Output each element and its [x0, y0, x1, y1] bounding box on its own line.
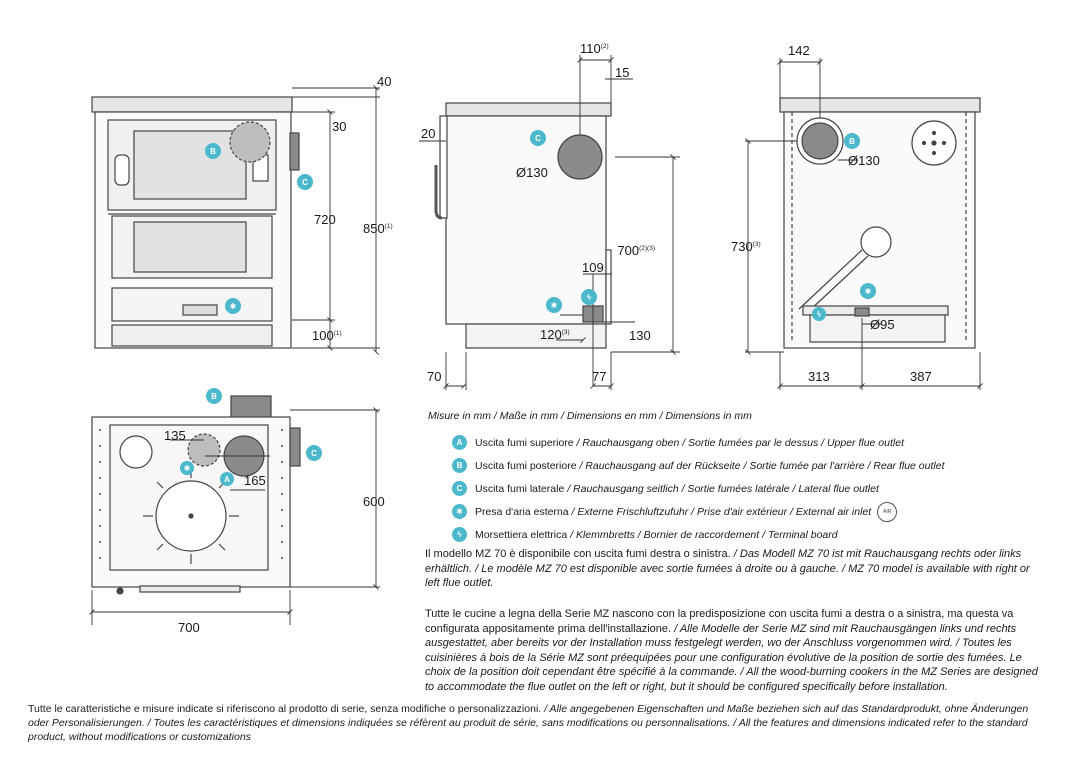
svg-text:C: C — [311, 449, 317, 458]
side-dim-front-offset: 20 — [421, 126, 435, 141]
back-view — [779, 97, 981, 349]
front-dim-body-height: 720 — [314, 212, 336, 227]
svg-text:✱: ✱ — [230, 302, 237, 311]
side-dim-foot: 70 — [427, 369, 441, 384]
air-inlet-icon: ✱ — [452, 504, 467, 519]
svg-text:C: C — [535, 134, 541, 143]
side-dim-flue-dia: 110(2) — [580, 41, 609, 56]
back-air-diameter-label: Ø95 — [870, 317, 895, 332]
units-note: Misure in mm / Maße in mm / Dimensions e… — [428, 410, 752, 422]
back-dim-flue-offset: 142 — [788, 43, 810, 58]
model-note: Il modello MZ 70 è disponibile con uscit… — [425, 548, 1030, 589]
svg-text:B: B — [211, 392, 217, 401]
front-dim-top-offset: 30 — [332, 119, 346, 134]
top-view — [91, 395, 301, 595]
side-dim-flue-height: 700(2)(3) — [617, 243, 655, 258]
front-dim-top-overhang: 40 — [377, 74, 391, 89]
lightning-icon: ϟ — [452, 527, 467, 542]
side-view — [434, 102, 612, 349]
back-flue-diameter-label: Ø130 — [848, 153, 880, 168]
side-flue-diameter-label: Ø130 — [516, 165, 548, 180]
svg-text:B: B — [849, 137, 855, 146]
front-dim-total-height: 850(1) — [363, 221, 393, 236]
front-view — [91, 96, 300, 349]
svg-text:✱: ✱ — [184, 464, 191, 473]
badge-b-icon: B — [452, 458, 467, 473]
badge-a-icon: A — [452, 435, 467, 450]
top-dim-depth: 600 — [363, 494, 385, 509]
side-dim-air-width: 130 — [629, 328, 651, 343]
badge-c-icon: C — [452, 481, 467, 496]
svg-text:C: C — [302, 178, 308, 187]
side-dim-back: 77 — [592, 369, 606, 384]
back-dim-flue-height: 730(3) — [731, 239, 761, 254]
top-badges: B C A ✱ — [180, 388, 322, 486]
top-view-vents — [99, 429, 283, 559]
top-dim-flue-y: 165 — [244, 473, 266, 488]
svg-text:A: A — [224, 475, 230, 484]
front-badges: B C ✱ — [205, 143, 313, 314]
front-dim-plinth: 100(1) — [312, 328, 342, 343]
front-dimensions — [292, 85, 380, 355]
side-dim-terminal-height: 109 — [582, 260, 604, 275]
side-badges: C ✱ ϟ — [530, 130, 597, 313]
side-dim-air-height: 120(3) — [540, 327, 570, 342]
top-dimensions — [89, 407, 380, 625]
back-dim-left: 313 — [808, 369, 830, 384]
svg-text:B: B — [210, 147, 216, 156]
air-logo-icon: AIR — [877, 501, 898, 522]
back-dim-right: 387 — [910, 369, 932, 384]
back-dimensions — [745, 58, 983, 390]
top-dim-width: 700 — [178, 620, 200, 635]
svg-text:ϟ: ϟ — [587, 293, 592, 302]
legend-item-air-inlet: ✱Presa d'aria esterna / Externe Frischlu… — [452, 500, 1048, 523]
footer-disclaimer: Tutte le caratteristiche e misure indica… — [28, 703, 1029, 743]
back-badges: B ✱ ϟ — [812, 133, 876, 321]
legend: Misure in mm / Maße in mm / Dimensions e… — [428, 409, 1048, 546]
svg-text:✱: ✱ — [865, 287, 872, 296]
top-dim-flue-x: 135 — [164, 428, 186, 443]
side-dim-top-step: 15 — [615, 65, 629, 80]
svg-text:ϟ: ϟ — [817, 310, 822, 319]
svg-text:✱: ✱ — [551, 301, 558, 310]
series-note: Tutte le cucine a legna della Serie MZ n… — [425, 608, 1038, 693]
